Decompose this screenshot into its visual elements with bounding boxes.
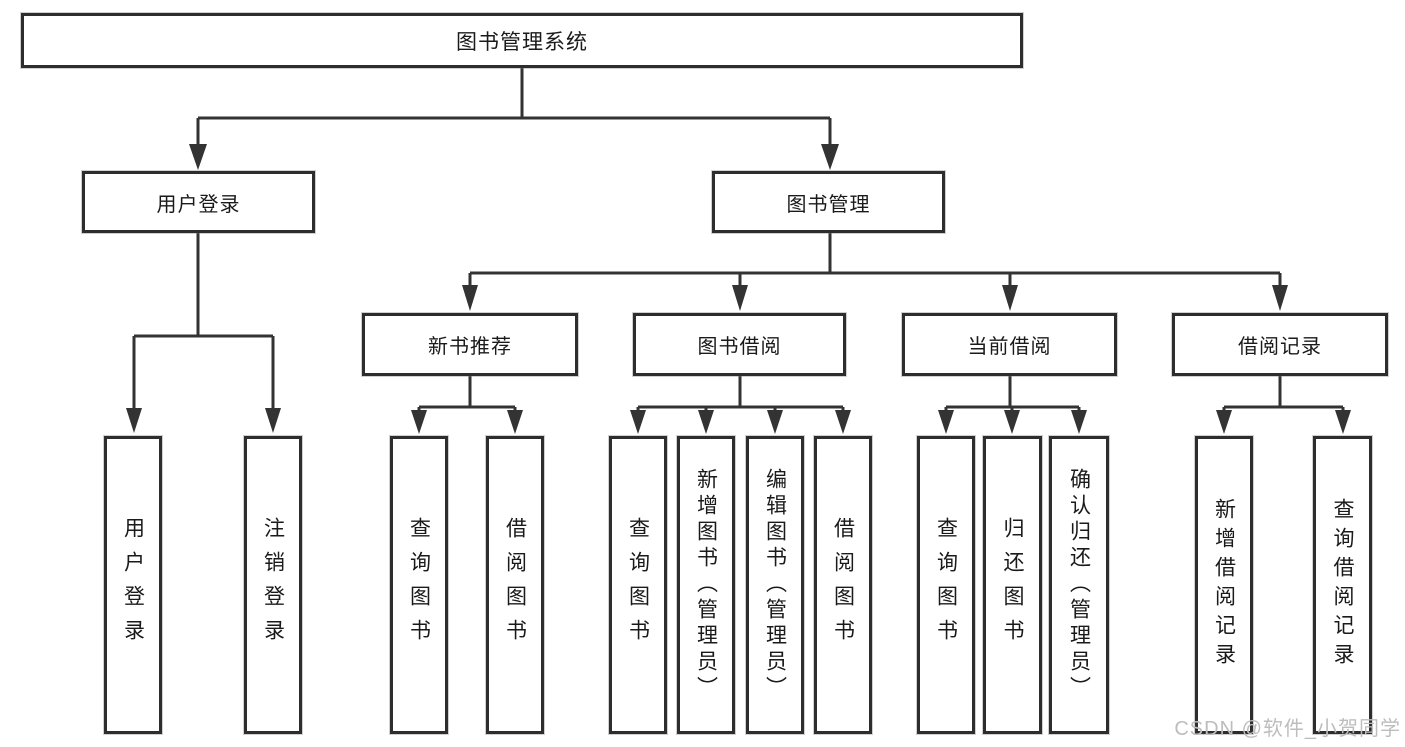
leaf-add-book-admin: 新增图书（管理员） xyxy=(677,436,735,734)
connector-newbookrec-to-leaves xyxy=(411,376,523,434)
node-label: 图书借阅 xyxy=(697,336,782,358)
connector-root-to-level2 xyxy=(189,66,839,170)
node-label: 新书推荐 xyxy=(428,336,512,358)
node-current-borrowing: 当前借阅 xyxy=(902,313,1117,376)
node-user-login: 用户登录 xyxy=(82,171,315,233)
leaf-edit-book-admin: 编辑图书（管理员） xyxy=(746,436,804,734)
node-new-book-recommendation: 新书推荐 xyxy=(362,313,578,376)
node-borrowing-records: 借阅记录 xyxy=(1172,313,1388,376)
leaf-borrow-books-recommend: 借阅图书 xyxy=(486,436,544,734)
leaf-return-book: 归还图书 xyxy=(983,436,1042,734)
leaf-logout: 注销登录 xyxy=(244,436,302,734)
node-label: 编辑图书（管理员） xyxy=(763,468,787,702)
leaf-add-borrow-record: 新增借阅记录 xyxy=(1195,436,1253,734)
connector-bookmgmt-to-level3 xyxy=(462,233,1288,311)
leaf-query-borrow-record: 查询借阅记录 xyxy=(1313,436,1372,734)
node-label: 新增借阅记录 xyxy=(1212,498,1236,672)
node-label: 注销登录 xyxy=(261,517,285,653)
node-book-management: 图书管理 xyxy=(712,171,945,233)
node-library-management-system: 图书管理系统 xyxy=(21,13,1023,68)
node-label: 借阅图书 xyxy=(503,517,527,653)
node-label: 查询借阅记录 xyxy=(1331,498,1354,672)
node-label: 查询图书 xyxy=(407,517,431,653)
node-label: 用户登录 xyxy=(121,517,145,653)
leaf-query-books-recommend: 查询图书 xyxy=(390,436,448,734)
node-label: 查询图书 xyxy=(626,517,650,653)
node-label: 确认归还（管理员） xyxy=(1067,468,1091,702)
leaf-query-books-borrow: 查询图书 xyxy=(609,436,667,734)
connector-borrowrecords-to-leaves xyxy=(1216,376,1351,434)
node-label: 图书管理 xyxy=(786,193,871,216)
connector-currentborrow-to-leaves xyxy=(938,376,1087,434)
node-label: 归还图书 xyxy=(1001,517,1024,653)
connector-bookborrow-to-leaves xyxy=(630,376,851,434)
node-label: 用户登录 xyxy=(156,193,241,216)
node-label: 图书管理系统 xyxy=(456,30,588,54)
csdn-watermark: CSDN @软件_小贺同学 xyxy=(1174,718,1401,740)
leaf-borrow-books: 借阅图书 xyxy=(814,436,872,734)
leaf-query-books-current: 查询图书 xyxy=(917,436,975,734)
node-label: 查询图书 xyxy=(934,517,958,653)
leaf-user-login: 用户登录 xyxy=(104,436,162,734)
node-label: 新增图书（管理员） xyxy=(694,468,718,702)
node-label: 借阅记录 xyxy=(1238,336,1322,358)
node-label: 当前借阅 xyxy=(967,336,1052,358)
leaf-confirm-return-admin: 确认归还（管理员） xyxy=(1049,436,1109,734)
connector-userlogin-to-leaves xyxy=(126,233,281,433)
node-label: 借阅图书 xyxy=(831,517,855,653)
node-book-borrowing: 图书借阅 xyxy=(633,313,846,376)
